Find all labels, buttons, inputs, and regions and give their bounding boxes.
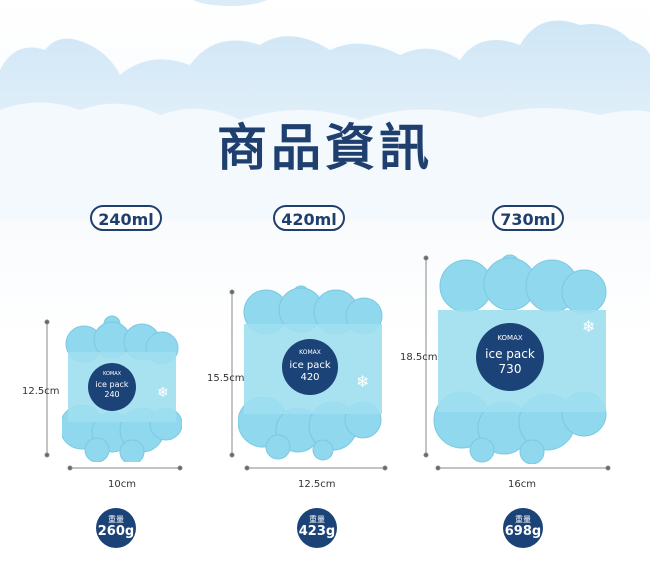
weight-label: 重量 xyxy=(515,515,531,524)
width-label-730: 16cm xyxy=(508,479,536,490)
weight-label: 重量 xyxy=(108,515,124,524)
pack-name: ice pack xyxy=(485,347,535,361)
weight-badge-730: 重量 698g xyxy=(503,508,543,548)
ice-pack-420-image: KOMAX ice pack 420 ❄ xyxy=(238,285,383,461)
pack-name: ice pack xyxy=(289,360,331,371)
height-label-730: 18.5cm xyxy=(400,352,438,363)
weight-badge-420: 重量 423g xyxy=(297,508,337,548)
brand-logo: KOMAX xyxy=(299,349,321,356)
height-label-240: 12.5cm xyxy=(22,386,60,397)
weight-value: 698g xyxy=(504,524,542,539)
pack-name: ice pack xyxy=(95,380,128,389)
ice-pack-240-image: KOMAX ice pack 240 ❄ xyxy=(62,315,182,462)
snowflake-icon: ❄ xyxy=(157,385,169,401)
volume-badge-240: 240ml xyxy=(90,205,162,231)
ice-pack-730-image: KOMAX ice pack 730 ❄ xyxy=(433,254,607,464)
snowflake-icon: ❄ xyxy=(582,317,595,336)
pack-size: 240 xyxy=(104,390,119,399)
pack-size: 730 xyxy=(499,362,522,376)
width-label-420: 12.5cm xyxy=(298,479,336,490)
volume-badge-730: 730ml xyxy=(492,205,564,231)
weight-label: 重量 xyxy=(309,515,325,524)
brand-logo: KOMAX xyxy=(103,371,122,377)
pack-size: 420 xyxy=(300,372,319,383)
weight-badge-240: 重量 260g xyxy=(96,508,136,548)
page-title: 商品資訊 xyxy=(217,119,433,177)
cloud-banner xyxy=(0,0,650,220)
weight-value: 260g xyxy=(97,524,135,539)
snowflake-icon: ❄ xyxy=(356,372,369,391)
weight-value: 423g xyxy=(298,524,336,539)
brand-logo: KOMAX xyxy=(497,334,523,342)
volume-badge-420: 420ml xyxy=(273,205,345,231)
height-label-420: 15.5cm xyxy=(207,373,245,384)
width-label-240: 10cm xyxy=(108,479,136,490)
